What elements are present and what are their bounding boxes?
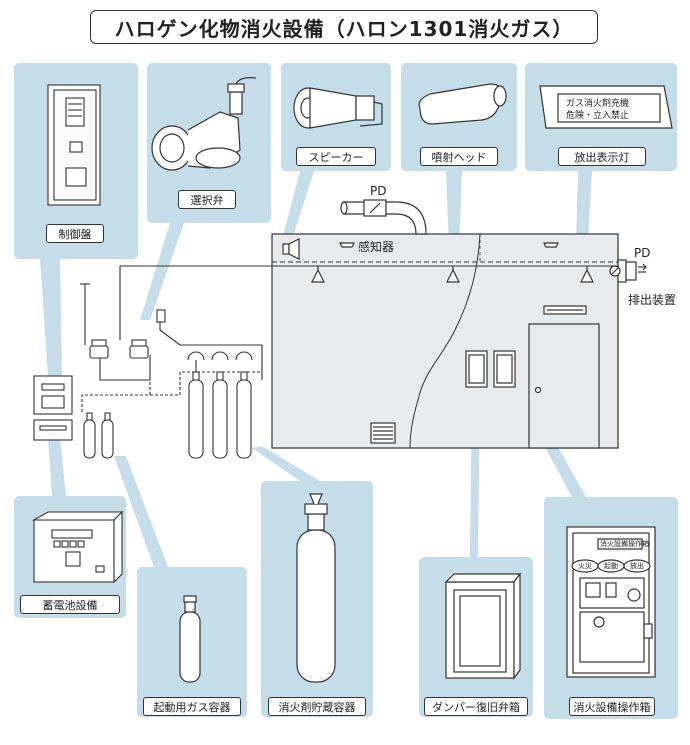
control-units-small xyxy=(33,375,73,441)
label-damper-box: ダンパー復旧弁箱 xyxy=(424,697,528,716)
selector-valves-small xyxy=(89,309,166,359)
protected-room xyxy=(120,233,619,449)
label-battery: 蓄電池設備 xyxy=(20,595,120,614)
damper-box-illustration xyxy=(444,572,522,680)
label-speaker: スピーカー xyxy=(296,147,376,166)
label-starter-cylinder: 起動用ガス容器 xyxy=(143,697,241,716)
label-agent-cylinder: 消火剤貯蔵容器 xyxy=(268,697,366,716)
exhaust-label: 排出装置 xyxy=(628,293,677,307)
diagram-title: ハロゲン化物消火設備（ハロン1301消火ガス） xyxy=(90,10,598,44)
control-panel-illustration xyxy=(47,84,101,206)
operation-box-title: 消火設備操作箱 xyxy=(600,540,649,548)
indicator-release: 放出 xyxy=(630,562,644,570)
speaker-illustration xyxy=(293,87,383,129)
pd-top-label: PD xyxy=(370,184,387,198)
pd-duct xyxy=(340,199,427,235)
label-nozzle: 噴射ヘッド xyxy=(420,147,498,166)
label-selector-valve: 選択弁 xyxy=(178,190,236,209)
discharge-light-illustration xyxy=(539,85,673,129)
battery-illustration xyxy=(31,510,124,584)
selector-valve-illustration xyxy=(151,77,257,171)
starter-cylinders-small xyxy=(83,412,114,459)
label-discharge-light: 放出表示灯 xyxy=(558,147,646,166)
starter-cylinder-illustration xyxy=(179,595,201,683)
sensor-label: 感知器 xyxy=(358,240,395,254)
sign-line-1: ガス消火剤充機 xyxy=(566,99,630,109)
exhaust-fan xyxy=(609,259,647,283)
agent-cylinders-small xyxy=(188,371,252,459)
pd-right-label: PD xyxy=(634,246,651,260)
indicator-start: 起動 xyxy=(604,562,618,570)
indicator-fire: 火災 xyxy=(578,562,592,570)
nozzle-illustration xyxy=(418,83,507,125)
agent-cylinder-illustration xyxy=(296,493,336,683)
operation-box-illustration xyxy=(566,526,656,678)
sign-line-2: 危険・立入禁止 xyxy=(566,111,630,121)
label-control-panel: 制御盤 xyxy=(46,224,104,243)
piping xyxy=(69,266,263,412)
label-operation-box: 消火設備操作箱 xyxy=(569,697,655,716)
